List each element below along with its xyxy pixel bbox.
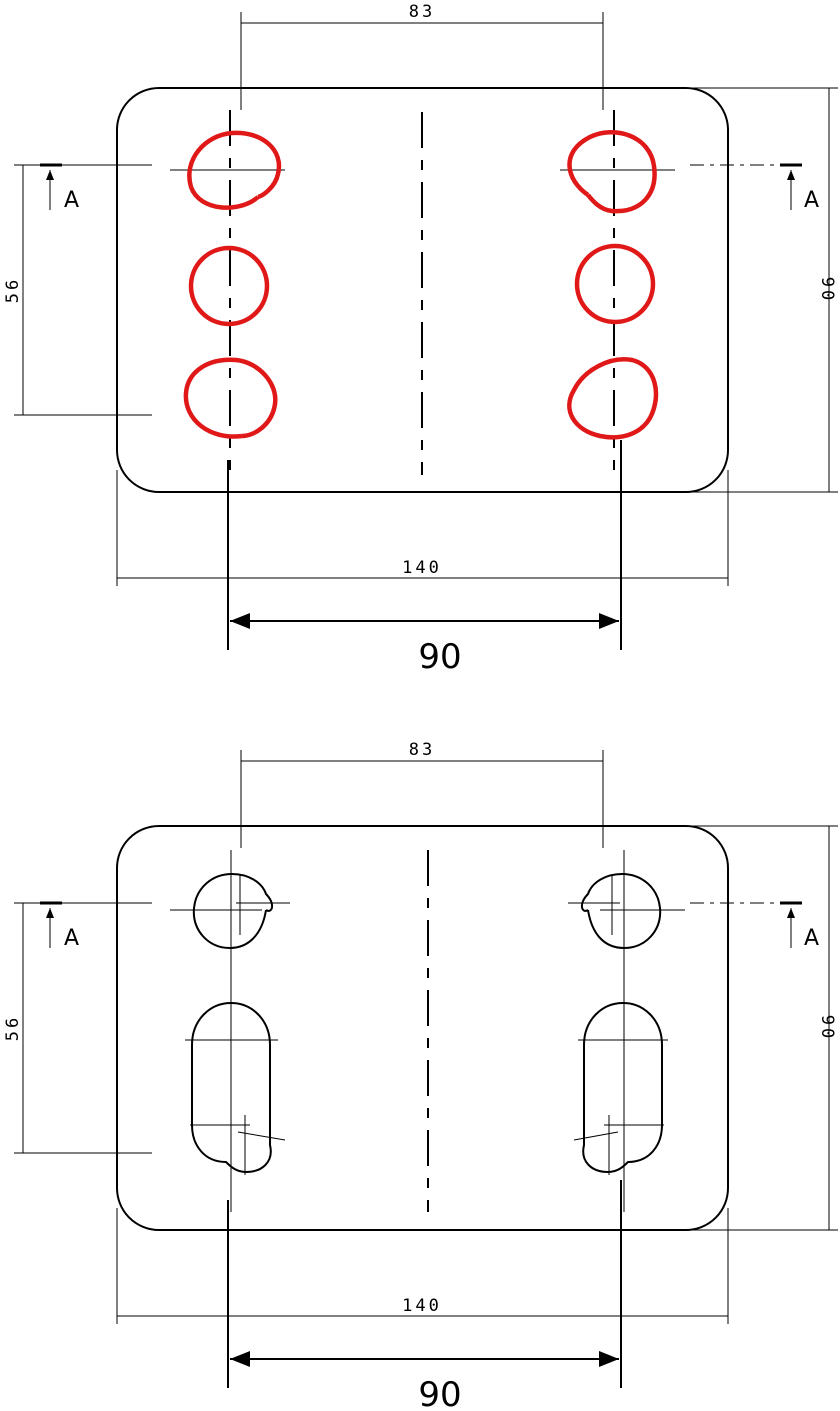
dimension-label: 83: [409, 2, 435, 22]
dimension-83: 83: [240, 2, 604, 110]
dimension-label: 140: [402, 1296, 442, 1316]
dimension-56-vertical: 56: [3, 902, 152, 1154]
hole-circle: [187, 130, 282, 210]
hole-circle: [188, 245, 270, 327]
section-label: A: [804, 926, 819, 951]
keyhole-upper: [581, 872, 662, 950]
dimension-90-vertical: 90: [690, 87, 838, 493]
dimension-label: 56: [3, 1015, 23, 1041]
section-marker-right: A: [690, 163, 819, 213]
keyhole-upper: [192, 872, 273, 950]
dimension-label: 140: [402, 558, 442, 578]
left-features: [170, 872, 290, 1175]
dimension-140: 140: [116, 470, 729, 586]
dimension-label: 83: [409, 740, 435, 760]
hole-circle: [574, 243, 656, 325]
slot-lower: [582, 1001, 663, 1174]
highlighted-holes: [183, 130, 659, 440]
hole-circle: [183, 357, 278, 439]
plate-outline: [116, 825, 729, 1231]
dimension-label-large: 90: [418, 637, 461, 677]
right-features: [568, 872, 685, 1175]
section-marker-left: A: [40, 163, 152, 213]
dimension-label-large: 90: [418, 1375, 461, 1411]
section-marker-right: A: [690, 901, 819, 951]
dimension-90-added: 90: [227, 1180, 622, 1411]
dimension-90-added: 90: [227, 440, 622, 677]
dimension-140: 140: [116, 1208, 729, 1324]
dimension-90-vertical: 90: [690, 825, 838, 1231]
dimension-label: 90: [817, 277, 837, 303]
section-marker-left: A: [40, 901, 152, 951]
section-label: A: [64, 926, 79, 951]
plate-outline: [116, 87, 729, 493]
dimension-83: 83: [240, 740, 604, 848]
section-label: A: [64, 188, 79, 213]
dimension-label: 90: [817, 1015, 837, 1041]
hole-circle: [567, 130, 657, 214]
section-label: A: [804, 188, 819, 213]
hole-circle: [567, 357, 659, 440]
slot-lower: [191, 1001, 272, 1174]
dimension-56-vertical: 56: [3, 164, 152, 416]
bottom-view: 83 90 56 140 90: [3, 740, 838, 1411]
dimension-label: 56: [3, 277, 23, 303]
top-view: 83 90 56 140 90: [3, 2, 838, 677]
